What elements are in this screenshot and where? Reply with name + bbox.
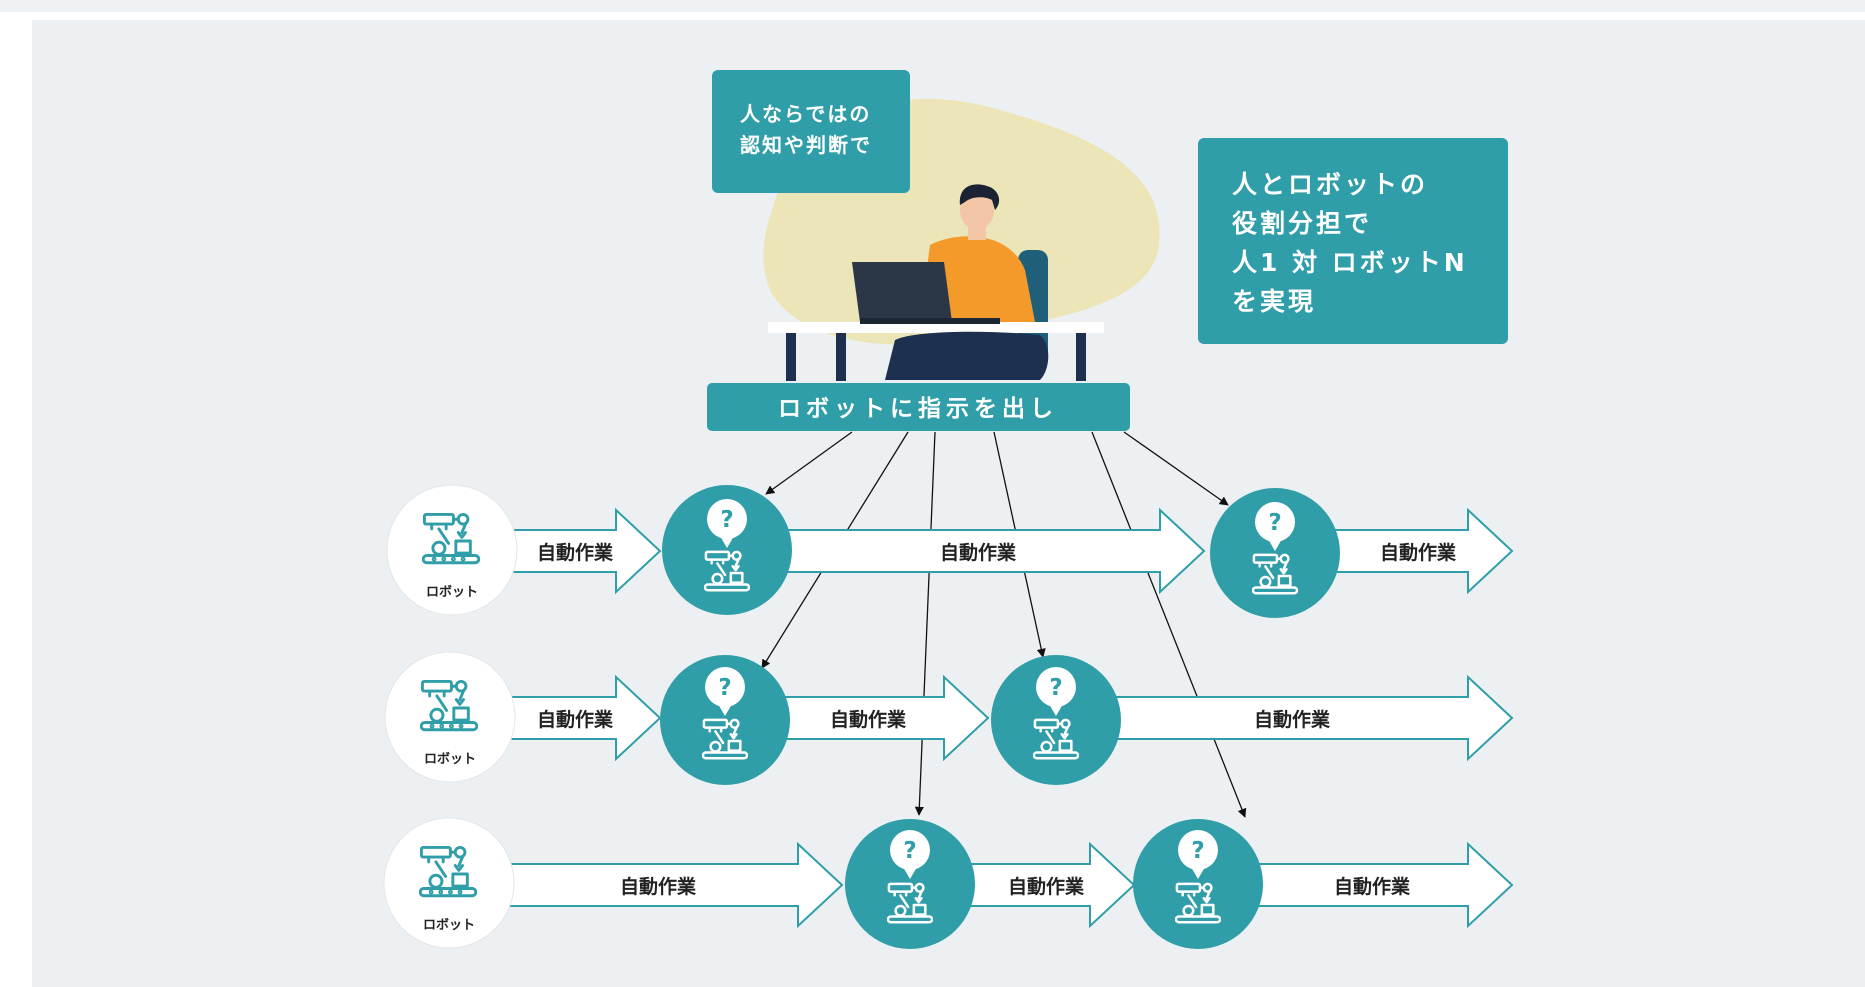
task-label: 自動作業 — [537, 541, 614, 564]
task-arrow — [1111, 674, 1514, 762]
question-bubble-icon — [1036, 667, 1076, 707]
role-box-line-3: 人1 対 ロボットN — [1232, 248, 1468, 277]
task-arrow — [784, 507, 1206, 595]
task-label: 自動作業 — [830, 708, 907, 731]
question-bubble-icon — [1178, 830, 1218, 870]
question-mark: ? — [718, 675, 731, 701]
instruction-arrows — [761, 431, 1247, 818]
task-arrow — [1331, 507, 1514, 595]
laptop-screen — [852, 262, 952, 322]
question-bubble-icon — [890, 830, 930, 870]
speech-bubble: 人ならではの 認知や判断で — [712, 70, 910, 193]
top-strip — [0, 0, 1865, 12]
task-arrow — [505, 841, 844, 929]
task-arrow — [1255, 841, 1514, 929]
role-box-line-1: 人とロボットの — [1232, 170, 1428, 199]
task-label: 自動作業 — [537, 708, 614, 731]
task-label: 自動作業 — [620, 875, 697, 898]
workflow-row-3: 自動作業 自動作業 自動作業 ロボット ? ? — [383, 817, 1514, 949]
judgment-node — [662, 485, 792, 615]
judgment-node — [1210, 488, 1340, 618]
hair — [959, 184, 1000, 210]
question-mark: ? — [903, 838, 916, 864]
task-label: 自動作業 — [1334, 875, 1411, 898]
question-mark: ? — [1049, 675, 1062, 701]
desk-leg-left — [786, 333, 796, 381]
desk-top — [768, 322, 1104, 333]
desk-leg-right — [1076, 333, 1086, 381]
laptop-base — [860, 318, 1000, 324]
speech-bubble-line-2: 認知や判断で — [740, 133, 872, 157]
task-label: 自動作業 — [940, 541, 1017, 564]
question-bubble-icon — [1255, 502, 1295, 542]
task-arrow — [505, 507, 662, 595]
task-arrow — [505, 674, 662, 762]
question-mark: ? — [720, 507, 733, 533]
instruction-arrow-5 — [1091, 431, 1247, 818]
question-mark: ? — [1268, 510, 1281, 536]
task-label: 自動作業 — [1380, 541, 1457, 564]
head — [960, 190, 994, 230]
workflow-row-2: 自動作業 自動作業 自動作業 ロボット ? ? — [384, 651, 1514, 785]
role-division-box: 人とロボットの 役割分担で 人1 対 ロボットN を実現 — [1198, 138, 1508, 344]
role-box-line-2: 役割分担で — [1232, 209, 1372, 238]
instruction-arrow-6 — [1123, 431, 1229, 506]
question-bubble-icon — [705, 667, 745, 707]
role-box-line-4: を実現 — [1232, 287, 1316, 316]
robot-label: ロボット — [424, 751, 476, 767]
question-mark: ? — [1191, 838, 1204, 864]
instruction-arrow-1 — [765, 431, 853, 495]
desk-leg-mid — [836, 333, 846, 381]
instruction-bar: ロボットに指示を出し — [707, 383, 1130, 431]
question-bubble-icon — [707, 499, 747, 539]
instruction-bar-label: ロボットに指示を出し — [778, 396, 1058, 422]
workflow-row-1: 自動作業 自動作業 自動作業 ロボット ? ? — [386, 484, 1514, 618]
robot-label: ロボット — [426, 584, 478, 600]
task-label: 自動作業 — [1008, 875, 1085, 898]
robot-label: ロボット — [423, 917, 475, 933]
task-arrow — [779, 674, 990, 762]
robot-start-circle — [386, 484, 518, 616]
task-arrow — [965, 841, 1136, 929]
robot-start-circle — [384, 651, 516, 783]
pants — [885, 331, 1049, 380]
instruction-arrow-3 — [914, 431, 936, 816]
robot-start-circle — [383, 817, 515, 949]
task-label: 自動作業 — [1254, 708, 1331, 731]
speech-bubble-line-1: 人ならではの — [740, 102, 871, 126]
